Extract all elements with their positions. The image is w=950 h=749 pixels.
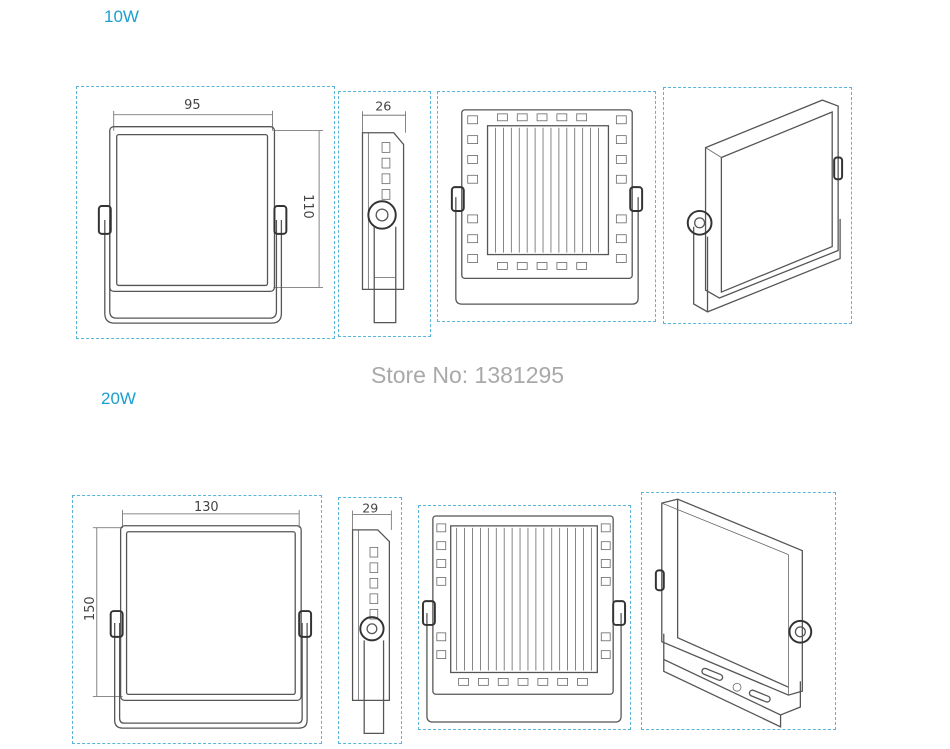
- front-drawing-20w: 130 150: [83, 500, 313, 729]
- rear-drawing-20w: [421, 515, 627, 723]
- section-label-20w: 20W: [101, 389, 136, 408]
- side-view-20w: 29: [338, 497, 402, 744]
- height-dimension-20w: 150: [83, 596, 98, 621]
- perspective-drawing-20w: [654, 498, 813, 728]
- width-dimension-10w: 95: [184, 98, 200, 113]
- rear-drawing-10w: [450, 109, 644, 305]
- depth-dimension-20w: 29: [362, 500, 378, 515]
- front-view-20w: 130 150: [72, 495, 322, 744]
- rear-view-10w: [437, 91, 656, 322]
- perspective-drawing-10w: [686, 99, 844, 313]
- depth-dimension-10w: 26: [375, 98, 391, 113]
- rear-view-20w: [418, 505, 631, 730]
- section-label-10w: 10W: [104, 7, 139, 26]
- side-view-10w: 26: [338, 91, 431, 337]
- side-drawing-20w: 29: [351, 500, 392, 734]
- perspective-view-10w: [663, 87, 852, 324]
- front-drawing-10w: 95 110: [97, 98, 324, 324]
- front-view-10w: 95 110: [76, 86, 335, 339]
- store-number-text: Store No: 1381295: [371, 362, 565, 388]
- height-dimension-10w: 110: [300, 194, 315, 219]
- width-dimension-20w: 130: [194, 500, 219, 515]
- perspective-view-20w: [641, 492, 836, 730]
- side-drawing-10w: 26: [361, 98, 406, 324]
